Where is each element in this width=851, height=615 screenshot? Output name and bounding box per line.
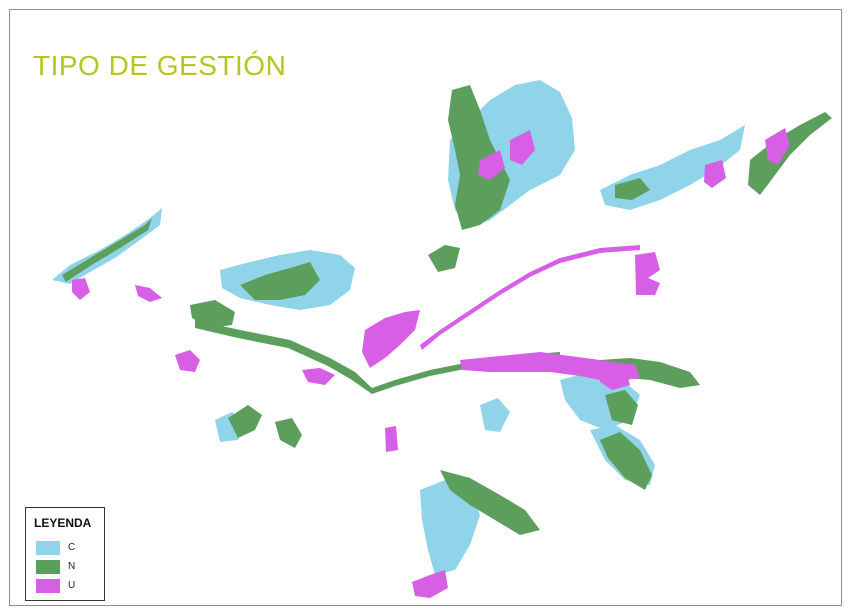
zone-n-west-strip [62,218,152,282]
legend-label-n: N [68,561,76,572]
zone-n-north-2 [428,245,460,272]
zone-u-center-small [175,350,200,372]
zones-u [72,128,790,598]
zone-u-center [362,310,420,368]
zone-n-center-west [190,300,235,328]
legend-swatch-c [36,541,60,555]
zone-u-west-2 [135,285,162,302]
zone-u-east-band [460,352,640,382]
zone-n-north-1 [448,85,510,230]
zone-n-south [440,470,540,535]
zone-n-sw [228,405,262,438]
zone-u-center-2 [302,368,335,385]
zone-u-east-strip [600,368,630,390]
legend-swatch-n [36,560,60,574]
zone-n-sw-2 [275,418,302,448]
zone-n-east-2 [605,390,638,425]
zone-u-north-center [510,130,535,165]
zone-u-south-center [385,426,398,452]
zone-n-northeast [748,112,832,195]
zone-c-south [420,480,480,575]
legend-swatch-u [36,579,60,593]
zone-u-northeast-1 [765,128,790,165]
legend-title: LEYENDA [34,516,92,530]
zone-n-southeast [600,432,652,490]
legend-label-c: C [68,542,76,553]
zone-u-south [412,570,448,598]
zone-n-ne-2 [615,178,650,200]
zone-u-west-small [72,278,90,300]
legend-label-u: U [68,580,76,591]
zone-c-center-south [480,398,510,432]
zone-n-center-north [240,262,320,300]
map-title: TIPO DE GESTIÓN [33,50,287,81]
zone-u-north-strip [478,150,505,180]
zones-n [62,85,832,535]
zone-u-northeast-2 [704,160,726,188]
zone-u-east-block [635,252,660,295]
legend: LEYENDA C N U [25,507,105,601]
